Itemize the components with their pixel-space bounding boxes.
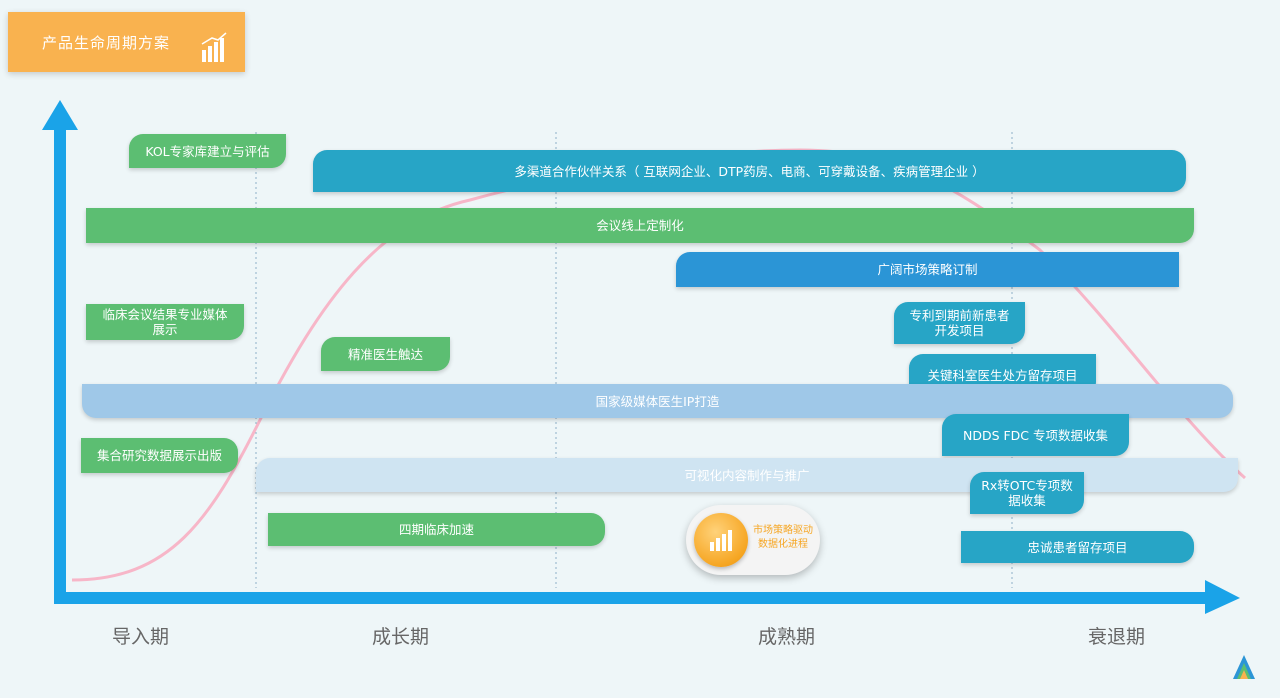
bar-rx-otc: Rx转OTC专项数 据收集 [970, 472, 1084, 514]
bar-rx-otc-line2: 据收集 [1008, 493, 1046, 508]
bar-meeting-online: 会议线上定制化 [86, 208, 1194, 243]
bar-clinical-media: 临床会议结果专业媒体 展示 [86, 304, 244, 340]
bar-clinical-media-line2: 展示 [152, 322, 178, 337]
bar-ndds: NDDS FDC 专项数据收集 [942, 414, 1129, 456]
bar-market-strategy: 广阔市场策略订制 [676, 252, 1179, 287]
period-intro: 导入期 [112, 626, 170, 648]
bar-patent-line2: 开发项目 [934, 323, 985, 338]
badge-text: 市场策略驱动 数据化进程 [752, 524, 814, 552]
x-axis-arrow [1205, 580, 1240, 614]
badge-text-line1: 市场策略驱动 [753, 525, 813, 536]
strategy-badge: 市场策略驱动 数据化进程 [686, 505, 820, 575]
bar-clinical-media-line1: 临床会议结果专业媒体 [102, 307, 228, 322]
bar-chart-icon [710, 530, 732, 551]
badge-circle [694, 513, 748, 567]
bar-kol: KOL专家库建立与评估 [129, 134, 286, 168]
period-growth: 成长期 [372, 626, 430, 648]
y-axis-arrow [42, 100, 78, 130]
x-axis-shaft [54, 592, 1210, 604]
bar-multi-channel: 多渠道合作伙伴关系（ 互联网企业、DTP药房、电商、可穿戴设备、疾病管理企业 ） [313, 150, 1186, 192]
period-decline: 衰退期 [1088, 626, 1146, 648]
page-title: 产品生命周期方案 [42, 34, 171, 52]
bar-chart-icon [201, 32, 227, 62]
period-mature: 成熟期 [758, 626, 816, 648]
bar-national-ip: 国家级媒体医生IP打造 [82, 384, 1233, 418]
bar-rx-otc-line1: Rx转OTC专项数 [981, 478, 1073, 493]
bar-collective: 集合研究数据展示出版 [81, 438, 238, 473]
bar-precise: 精准医生触达 [321, 337, 450, 371]
badge-text-line2: 数据化进程 [758, 539, 808, 550]
y-axis-shaft [54, 124, 66, 604]
bar-loyal: 忠诚患者留存项目 [961, 531, 1194, 563]
title-banner: 产品生命周期方案 [8, 12, 245, 72]
company-logo-icon [1233, 655, 1255, 679]
bar-phase4: 四期临床加速 [268, 513, 605, 546]
bar-patent: 专利到期前新患者 开发项目 [894, 302, 1025, 344]
bar-visual-content: 可视化内容制作与推广 [256, 458, 1238, 492]
bar-patent-line1: 专利到期前新患者 [909, 308, 1010, 323]
